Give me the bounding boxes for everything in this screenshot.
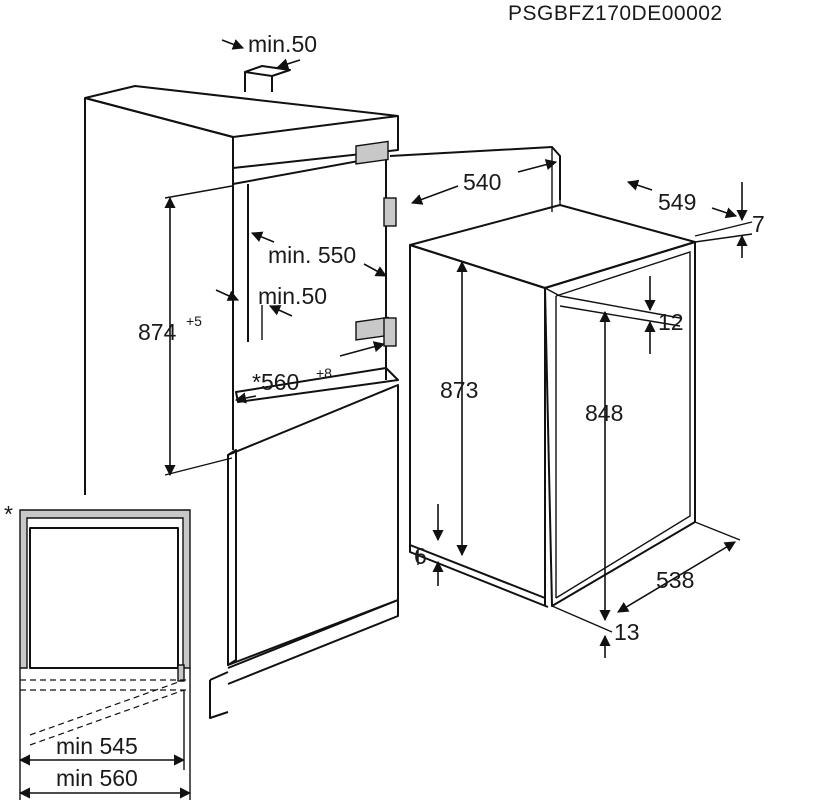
label-niche-height-tol: +5 xyxy=(186,313,202,329)
appliance-top xyxy=(409,204,696,289)
label-height: 873 xyxy=(440,377,478,403)
appliance-side xyxy=(409,244,546,599)
label-door-offset: 13 xyxy=(614,619,640,645)
label-plan-inner: min 545 xyxy=(56,733,138,759)
label-plan-outer: min 560 xyxy=(56,765,138,791)
label-top-gap: min.50 xyxy=(248,31,317,57)
cabinet-top-board xyxy=(84,85,399,169)
label-niche-depth: min. 550 xyxy=(268,242,356,268)
cabinet-back-strip xyxy=(244,65,291,77)
hinge-upper xyxy=(355,140,397,227)
label-hinge-offset: 12 xyxy=(658,309,684,335)
label-niche-width-tol: +8 xyxy=(316,365,332,381)
cabinet-drawing xyxy=(84,65,561,719)
plan-appliance-outline xyxy=(29,527,179,669)
label-niche-width: *560 xyxy=(252,369,299,395)
cabinet-lower-door xyxy=(227,384,399,666)
label-foot: 6 xyxy=(414,543,427,569)
plan-view xyxy=(19,509,191,800)
label-body-depth: 538 xyxy=(656,567,694,593)
label-door-height: 848 xyxy=(585,400,623,426)
plan-walls xyxy=(19,509,191,669)
label-depth: 549 xyxy=(658,189,696,215)
label-vent-gap: min.50 xyxy=(258,283,327,309)
product-code: PSGBFZ170DE00002 xyxy=(508,2,723,25)
dimension-lines xyxy=(18,39,753,799)
label-door-open: 540 xyxy=(463,169,501,195)
hinge-lower xyxy=(355,316,397,347)
label-asterisk: * xyxy=(4,501,13,527)
label-top-offset: 7 xyxy=(752,211,765,237)
label-niche-height: 874 xyxy=(138,319,177,345)
